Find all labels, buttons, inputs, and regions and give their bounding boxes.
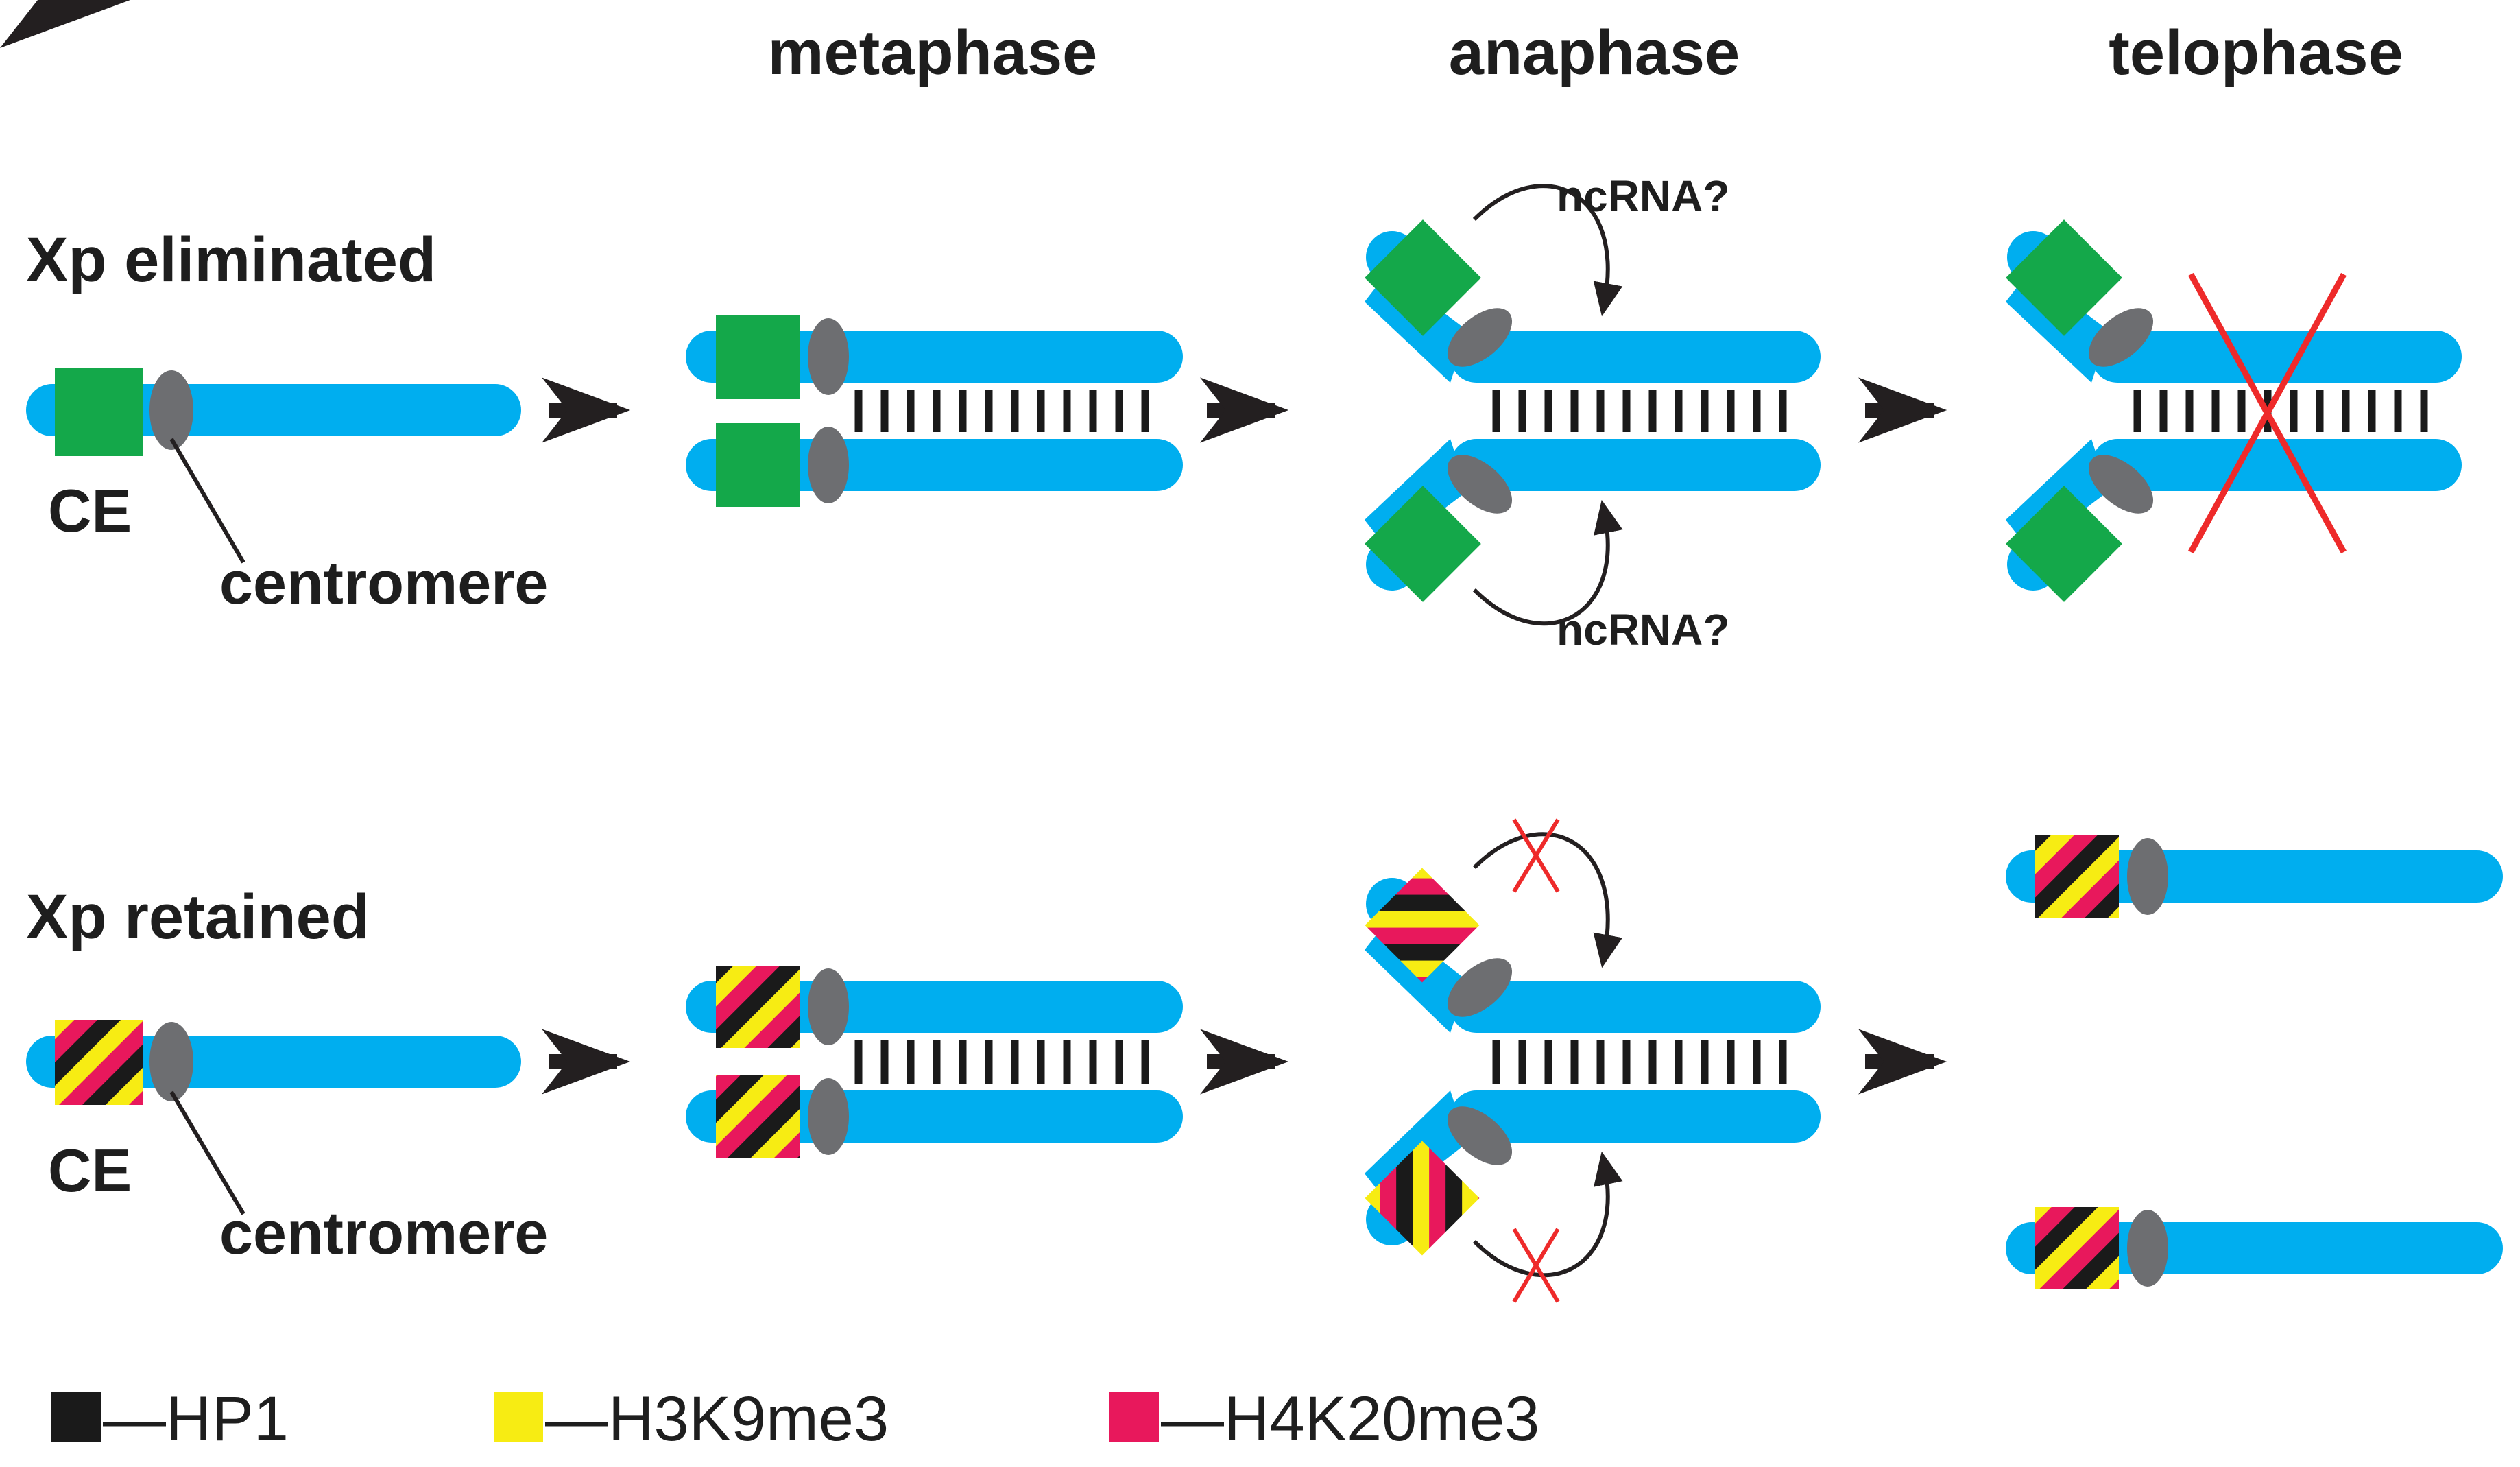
legend-item-h4k20me3: —H4K20me3 — [1109, 1384, 1539, 1454]
process-arrow-1 — [542, 377, 631, 443]
process-arrow-3 — [1858, 377, 1947, 443]
small-cross-bottom — [1512, 1228, 1560, 1303]
centromere-top — [2088, 308, 2154, 367]
daughter-chromosome-top — [2006, 835, 2503, 918]
chromatid-bottom — [2091, 439, 2462, 491]
chromatid-top — [2091, 331, 2462, 383]
retained-metaphase — [686, 966, 1183, 1158]
process-arrow-4 — [542, 1029, 631, 1095]
chromatid-bottom — [1450, 1090, 1821, 1143]
eliminated-telophase — [2006, 219, 2462, 602]
centromere-top — [1447, 308, 1513, 367]
ce-label-eliminated: CE — [48, 477, 132, 545]
centromere — [149, 1022, 193, 1101]
centromere-bottom — [2088, 455, 2154, 514]
ncrna-curve-top — [1472, 184, 1623, 317]
legend-swatch-h4k20me3 — [1109, 1392, 1159, 1442]
centromere-label-eliminated: centromere — [219, 549, 548, 617]
legend-item-hp1: —HP1 — [51, 1384, 289, 1454]
process-arrow-5 — [1200, 1029, 1289, 1095]
ce-block-top — [716, 315, 800, 399]
ce-block-bottom — [716, 1075, 800, 1158]
centromere-bottom — [808, 1078, 849, 1155]
ce-block-top — [716, 966, 800, 1048]
blocked-curve-top — [1472, 832, 1623, 968]
process-arrow — [0, 0, 130, 48]
ce-block-striped — [55, 1020, 143, 1105]
ncrna-label-bottom: ncRNA? — [1557, 605, 1729, 654]
chromatid — [26, 384, 521, 436]
centromere-pointer — [169, 1090, 245, 1215]
legend-label-h4k20me3: —H4K20me3 — [1161, 1384, 1539, 1454]
row-title-retained: Xp retained — [26, 882, 370, 952]
cohesin-bars — [854, 1040, 1149, 1084]
cohesin-bars — [1492, 390, 1787, 432]
cohesin-bars — [854, 390, 1149, 432]
legend: —HP1 —H3K9me3 —H4K20me3 — [51, 1384, 1539, 1454]
cross-mark — [2188, 272, 2347, 554]
eliminated-chromosome-initial — [26, 368, 521, 456]
ce-label-retained: CE — [48, 1136, 132, 1204]
centromere — [149, 370, 193, 450]
centromere-bottom — [808, 427, 849, 503]
process-arrow-6 — [1858, 1029, 1947, 1095]
centromere — [2127, 838, 2168, 915]
centromere-pointer — [169, 438, 245, 564]
legend-swatch-hp1 — [51, 1392, 101, 1442]
cohesin-bars — [1492, 1040, 1787, 1084]
cohesin-bars — [2133, 390, 2428, 432]
header-telophase: telophase — [2109, 18, 2403, 88]
centromere-bottom — [1447, 1106, 1513, 1165]
ce-block — [55, 368, 143, 456]
legend-swatch-h3k9me3 — [494, 1392, 543, 1442]
centromere-label-retained: centromere — [219, 1199, 548, 1267]
retained-chromosome-initial — [26, 1020, 521, 1105]
daughter-chromosome-bottom — [2006, 1207, 2503, 1289]
legend-label-h3k9me3: —H3K9me3 — [545, 1384, 889, 1454]
centromere-bottom — [1447, 455, 1513, 514]
blocked-curve-bottom — [1472, 1151, 1623, 1278]
chromatid-top — [1450, 331, 1821, 383]
process-arrow-2 — [1200, 377, 1289, 443]
header-anaphase: anaphase — [1449, 18, 1740, 88]
retained-anaphase — [1365, 818, 1821, 1303]
centromere-top — [1447, 958, 1513, 1017]
legend-label-hp1: —HP1 — [103, 1384, 289, 1454]
centromere-top — [808, 968, 849, 1045]
ce-block-striped — [2035, 835, 2119, 918]
chromatid-top — [1450, 981, 1821, 1033]
ncrna-label-top: ncRNA? — [1557, 171, 1729, 221]
legend-item-h3k9me3: —H3K9me3 — [494, 1384, 889, 1454]
chromatid — [26, 1036, 521, 1088]
row-title-eliminated: Xp eliminated — [26, 225, 436, 295]
centromere-top — [808, 318, 849, 395]
centromere — [2127, 1210, 2168, 1287]
chromatid-bottom — [1450, 439, 1821, 491]
ncrna-curve-bottom — [1472, 499, 1623, 626]
retained-telophase — [2006, 835, 2503, 1289]
ce-block-bottom — [716, 423, 800, 507]
eliminated-metaphase — [686, 315, 1183, 507]
small-cross-top — [1512, 818, 1560, 893]
header-metaphase: metaphase — [768, 18, 1098, 88]
eliminated-anaphase — [1365, 184, 1821, 626]
ce-block-striped — [2035, 1207, 2119, 1289]
